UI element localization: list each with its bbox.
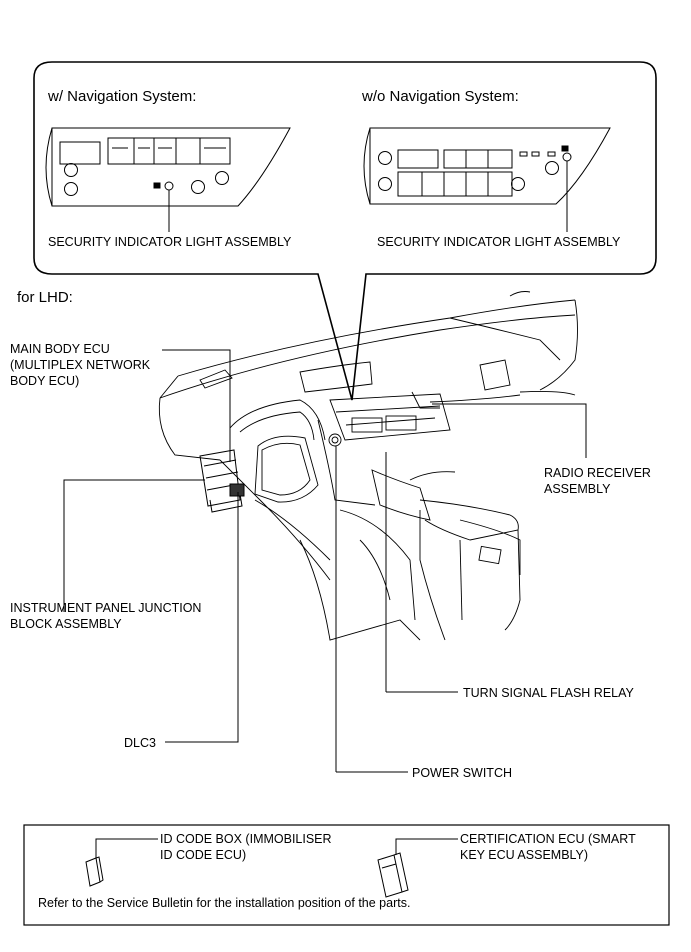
certification-ecu-label: CERTIFICATION ECU (SMART KEY ECU ASSEMBL…	[460, 832, 636, 862]
junction-block-label: INSTRUMENT PANEL JUNCTION BLOCK ASSEMBLY	[10, 601, 201, 631]
with-nav-title: w/ Navigation System:	[47, 88, 196, 105]
without-nav-panel-illustration	[363, 127, 611, 232]
main-body-ecu-label: MAIN BODY ECU (MULTIPLEX NETWORK BODY EC…	[10, 342, 151, 388]
svg-text:(MULTIPLEX NETWORK: (MULTIPLEX NETWORK	[10, 358, 151, 372]
svg-text:ASSEMBLY: ASSEMBLY	[544, 482, 611, 496]
svg-text:KEY ECU ASSEMBLY): KEY ECU ASSEMBLY)	[460, 848, 588, 862]
without-nav-title: w/o Navigation System:	[361, 88, 519, 105]
radio-receiver-label: RADIO RECEIVER ASSEMBLY	[544, 466, 651, 496]
section-title: for LHD:	[17, 289, 73, 306]
svg-text:RADIO RECEIVER: RADIO RECEIVER	[544, 466, 651, 480]
svg-text:ID CODE ECU): ID CODE ECU)	[160, 848, 246, 862]
leader-lines	[63, 349, 587, 773]
svg-text:BLOCK ASSEMBLY: BLOCK ASSEMBLY	[10, 617, 122, 631]
id-code-box-component	[85, 838, 158, 887]
turn-signal-label: TURN SIGNAL FLASH RELAY	[463, 686, 635, 700]
main-body-ecu-component	[199, 449, 245, 513]
dlc3-label: DLC3	[124, 736, 156, 750]
with-nav-panel-illustration	[45, 127, 291, 232]
certification-ecu-component	[377, 838, 458, 898]
power-switch-label: POWER SWITCH	[412, 766, 512, 780]
svg-text:BODY ECU): BODY ECU)	[10, 374, 79, 388]
footer-note: Refer to the Service Bulletin for the in…	[38, 896, 410, 910]
without-nav-security-label: SECURITY INDICATOR LIGHT ASSEMBLY	[377, 235, 621, 249]
svg-text:ID CODE BOX (IMMOBILISER: ID CODE BOX (IMMOBILISER	[160, 832, 332, 846]
dashboard-illustration	[158, 291, 578, 641]
svg-text:MAIN BODY ECU: MAIN BODY ECU	[10, 342, 110, 356]
svg-text:CERTIFICATION ECU (SMART: CERTIFICATION ECU (SMART	[460, 832, 636, 846]
svg-text:INSTRUMENT PANEL JUNCTION: INSTRUMENT PANEL JUNCTION	[10, 601, 201, 615]
id-code-box-label: ID CODE BOX (IMMOBILISER ID CODE ECU)	[160, 832, 332, 862]
callout-box	[33, 61, 657, 401]
footer-box	[23, 824, 670, 926]
with-nav-security-label: SECURITY INDICATOR LIGHT ASSEMBLY	[48, 235, 292, 249]
